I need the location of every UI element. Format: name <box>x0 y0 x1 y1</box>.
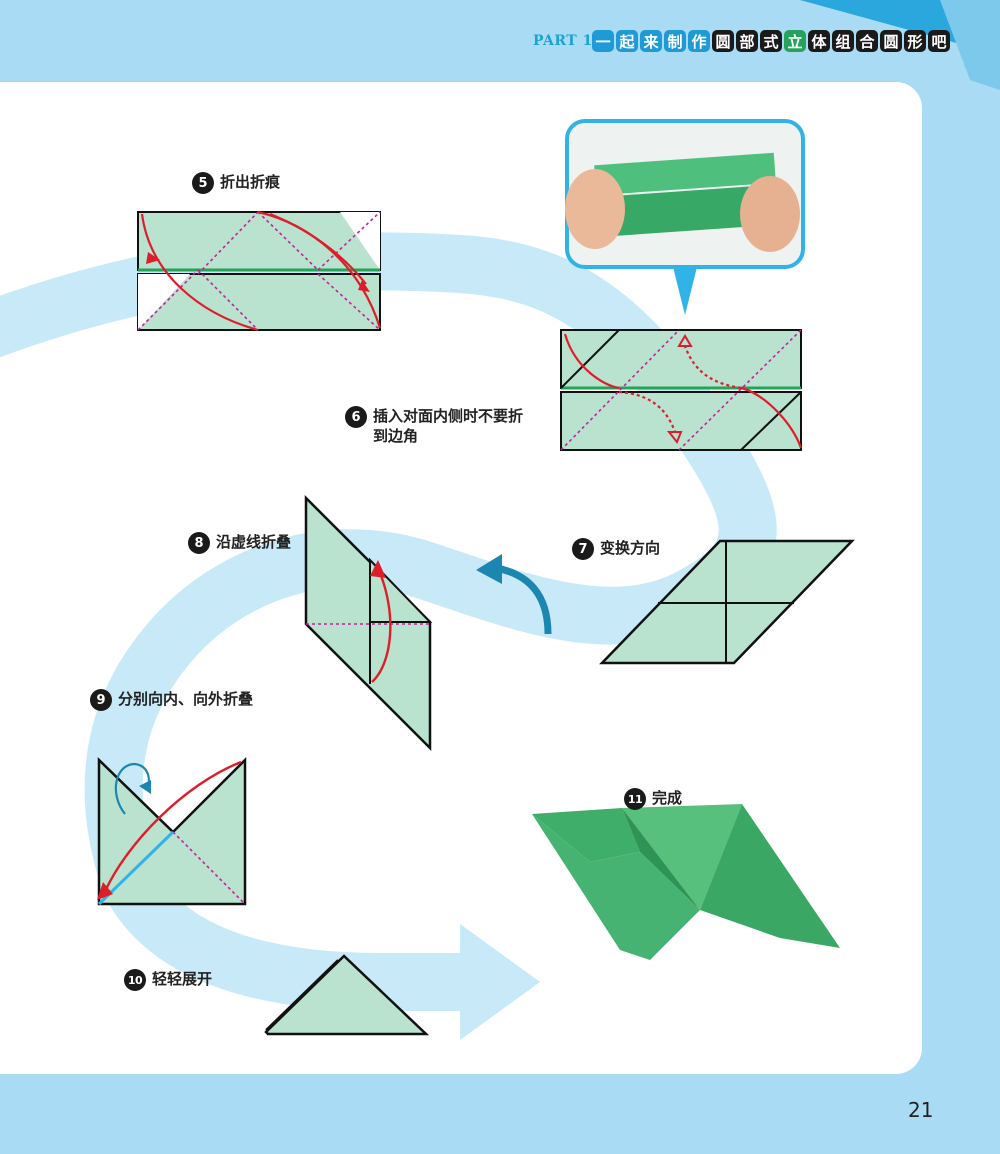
title-char: 形 <box>904 30 926 52</box>
step-label: 轻轻展开 <box>152 970 213 988</box>
step-number: 8 <box>188 532 210 554</box>
step-7: 7 变换方向 <box>572 538 660 560</box>
step-label: 变换方向 <box>600 539 661 557</box>
title-char: 组 <box>832 30 854 52</box>
page-number: 21 <box>908 1098 934 1122</box>
step-label: 插入对面内侧时不要折 到边角 <box>373 407 524 445</box>
step-9: 9 分别向内、向外折叠 <box>90 689 253 711</box>
step11-finished-model <box>532 804 840 960</box>
title-char: 部 <box>736 30 758 52</box>
title-char: 作 <box>688 30 710 52</box>
step-number: 5 <box>192 172 214 194</box>
title-char: 立 <box>784 30 806 52</box>
step-label: 沿虚线折叠 <box>216 533 292 551</box>
step-label: 折出折痕 <box>220 173 281 191</box>
title-char: 体 <box>808 30 830 52</box>
step-number: 6 <box>345 406 367 428</box>
title-char: 来 <box>640 30 662 52</box>
step10-diagram <box>264 954 430 1036</box>
part-label: PART 1 <box>533 33 593 49</box>
step5-diagram <box>137 210 382 332</box>
title-char: 吧 <box>928 30 950 52</box>
title-char: 圆 <box>880 30 902 52</box>
title-char: 起 <box>616 30 638 52</box>
step9-diagram <box>97 756 247 906</box>
page-header: PART 1 一起来制作圆部式立体组合圆形吧 <box>0 0 1000 90</box>
step-label: 分别向内、向外折叠 <box>118 690 254 708</box>
content-panel: 5 折出折痕 6 插入对面内侧时不要折 到边角 7 变换方向 8 沿虚线折叠 9… <box>0 82 922 1074</box>
step-10: 10 轻轻展开 <box>124 969 212 991</box>
step6-diagram <box>560 329 803 451</box>
chapter-title: 一起来制作圆部式立体组合圆形吧 <box>592 30 950 52</box>
step-11: 11 完成 <box>624 788 682 810</box>
rotate-arrow-icon <box>476 554 552 635</box>
step-6: 6 插入对面内侧时不要折 到边角 <box>345 406 523 446</box>
step-number: 10 <box>124 969 146 991</box>
step-5: 5 折出折痕 <box>192 172 280 194</box>
step8-diagram <box>304 494 433 752</box>
header-corner-decoration <box>800 0 1000 90</box>
title-char: 式 <box>760 30 782 52</box>
title-char: 制 <box>664 30 686 52</box>
step-number: 11 <box>624 788 646 810</box>
title-char: 圆 <box>712 30 734 52</box>
step7-diagram <box>599 539 855 665</box>
step6-photo <box>565 119 805 315</box>
step-number: 7 <box>572 538 594 560</box>
step-number: 9 <box>90 689 112 711</box>
title-char: 一 <box>592 30 614 52</box>
step-label: 完成 <box>652 789 683 807</box>
title-char: 合 <box>856 30 878 52</box>
step-8: 8 沿虚线折叠 <box>188 532 291 554</box>
